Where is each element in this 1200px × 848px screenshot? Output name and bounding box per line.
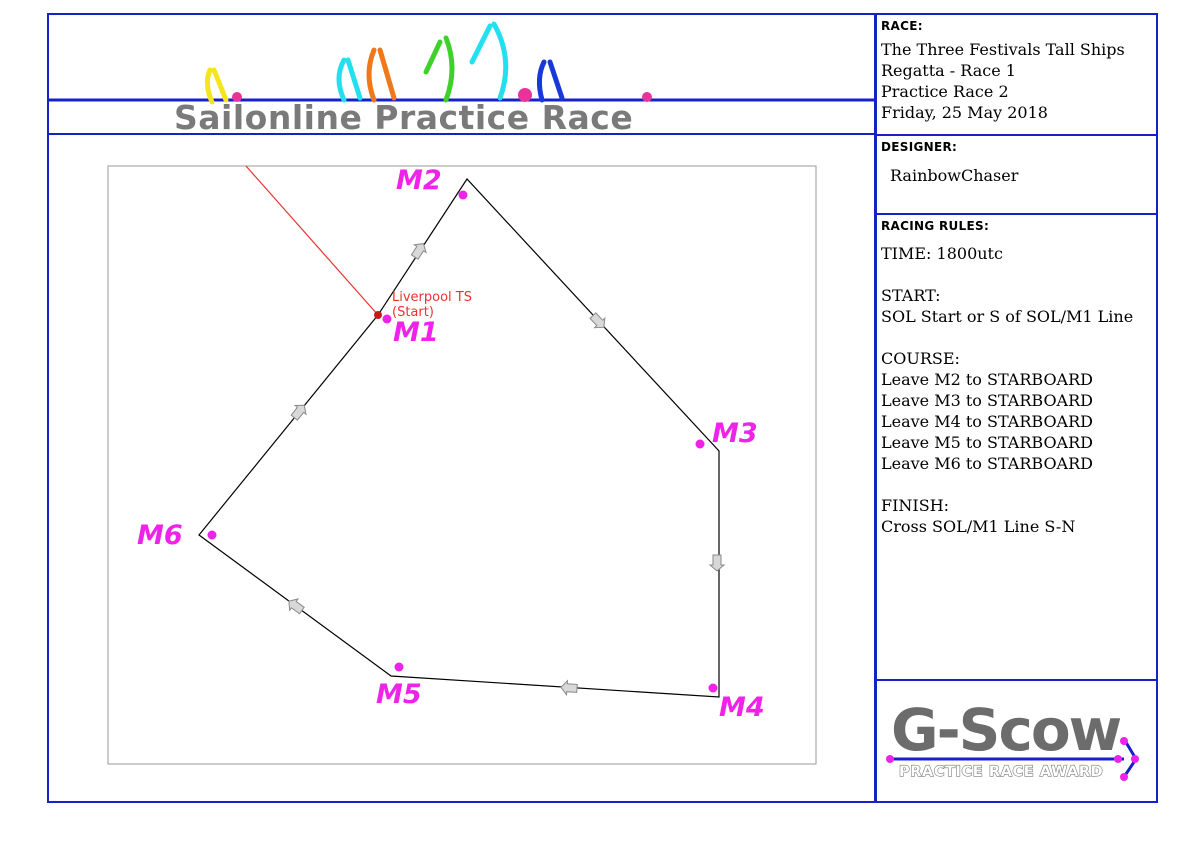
award-dot-icon <box>1131 755 1139 763</box>
racing-rules-panel: RACING RULES: TIME: 1800utc START: SOL S… <box>881 219 1149 558</box>
mark-label-m2: M2 <box>396 165 442 196</box>
direction-arrow-icon <box>290 404 307 421</box>
rule-time: TIME: 1800utc <box>881 243 1149 264</box>
race-divider <box>876 134 1156 136</box>
mark-dot-m2 <box>458 190 468 200</box>
mark-dot-m5 <box>394 662 404 672</box>
race-line: Regatta - Race 1 <box>881 61 1016 80</box>
designer-name: RainbowChaser <box>890 166 1019 185</box>
header-dot-icon <box>642 92 652 102</box>
race-panel: RACE: The Three Festivals Tall Ships Reg… <box>881 19 1149 123</box>
award-subtitle: PRACTICE RACE AWARD <box>898 763 1104 780</box>
rule-course-line: Leave M3 to STARBOARD <box>881 391 1093 410</box>
award-dot-icon <box>1114 755 1122 763</box>
award-dot-icon <box>886 755 894 763</box>
header-title: Sailonline Practice Race <box>174 98 634 137</box>
mark-dot-m6 <box>207 530 217 540</box>
mark-dot-m4 <box>708 683 718 693</box>
start-approach-line <box>245 165 379 316</box>
mark-dot-m1 <box>382 314 392 324</box>
rule-course: COURSE: Leave M2 to STARBOARD Leave M3 t… <box>881 348 1149 474</box>
award-logo-graphic <box>886 737 1139 781</box>
mark-label-m1: M1 <box>393 317 439 348</box>
column-divider <box>874 13 877 801</box>
rule-course-line: Leave M2 to STARBOARD <box>881 370 1093 389</box>
race-heading: RACE: <box>881 19 923 33</box>
header-dot-icon <box>518 88 532 102</box>
award-title: G-Scow <box>891 696 1122 764</box>
sail-cyan-large-icon <box>469 23 493 65</box>
race-line: The Three Festivals Tall Ships <box>881 40 1125 59</box>
rule-finish: FINISH: Cross SOL/M1 Line S-N <box>881 495 1149 537</box>
rule-course-heading: COURSE: <box>881 349 960 368</box>
direction-arrow-icon <box>589 312 606 329</box>
rule-time-line: TIME: 1800utc <box>881 244 1003 263</box>
page-frame <box>47 13 1158 803</box>
direction-arrow-icon <box>708 554 726 572</box>
sail-orange-icon <box>366 47 377 103</box>
rule-finish-heading: FINISH: <box>881 496 950 515</box>
rule-start-line: SOL Start or S of SOL/M1 Line <box>881 307 1134 326</box>
header-dot-icon <box>232 92 242 102</box>
racing-rules-text: TIME: 1800utc START: SOL Start or S of S… <box>881 243 1149 537</box>
direction-arrow-icon <box>560 679 578 697</box>
header-divider <box>47 133 876 135</box>
start-note: (Start) <box>392 305 434 320</box>
rule-start: START: SOL Start or S of SOL/M1 Line <box>881 285 1149 327</box>
direction-arrow-icon <box>288 598 305 615</box>
award-dot-icon <box>1120 737 1128 745</box>
mark-label-m4: M4 <box>719 692 765 723</box>
designer-divider <box>876 213 1156 215</box>
sail-yellow-icon <box>204 67 215 105</box>
award-divider <box>876 679 1156 681</box>
sail-blue-icon <box>536 59 547 103</box>
mark-dot-m3 <box>695 439 705 449</box>
direction-arrow-icon <box>410 243 427 260</box>
race-details: The Three Festivals Tall Ships Regatta -… <box>881 39 1149 123</box>
racing-rules-heading: RACING RULES: <box>881 219 990 233</box>
sail-cyan-small-icon <box>336 57 347 103</box>
course-map: Liverpool TS (Start) M1 M2 M3 M4 M5 M6 <box>107 165 817 765</box>
mark-label-m3: M3 <box>712 418 758 449</box>
start-point-icon <box>374 311 382 319</box>
map-border <box>107 165 817 765</box>
rule-finish-line: Cross SOL/M1 Line S-N <box>881 517 1076 536</box>
sail-green-icon <box>423 39 443 75</box>
header-sails-graphic <box>48 21 876 105</box>
award-dot-icon <box>1120 773 1128 781</box>
course-line <box>198 178 720 698</box>
start-name: Liverpool TS <box>392 290 472 305</box>
rule-course-line: Leave M6 to STARBOARD <box>881 454 1093 473</box>
rule-course-line: Leave M5 to STARBOARD <box>881 433 1093 452</box>
mark-label-m5: M5 <box>376 679 422 710</box>
rule-course-line: Leave M4 to STARBOARD <box>881 412 1093 431</box>
rule-start-heading: START: <box>881 286 941 305</box>
race-line: Practice Race 2 <box>881 82 1009 101</box>
designer-panel: DESIGNER: RainbowChaser <box>881 140 1149 186</box>
designer-heading: DESIGNER: <box>881 140 958 154</box>
race-date: Friday, 25 May 2018 <box>881 103 1048 122</box>
mark-label-m6: M6 <box>137 520 183 551</box>
